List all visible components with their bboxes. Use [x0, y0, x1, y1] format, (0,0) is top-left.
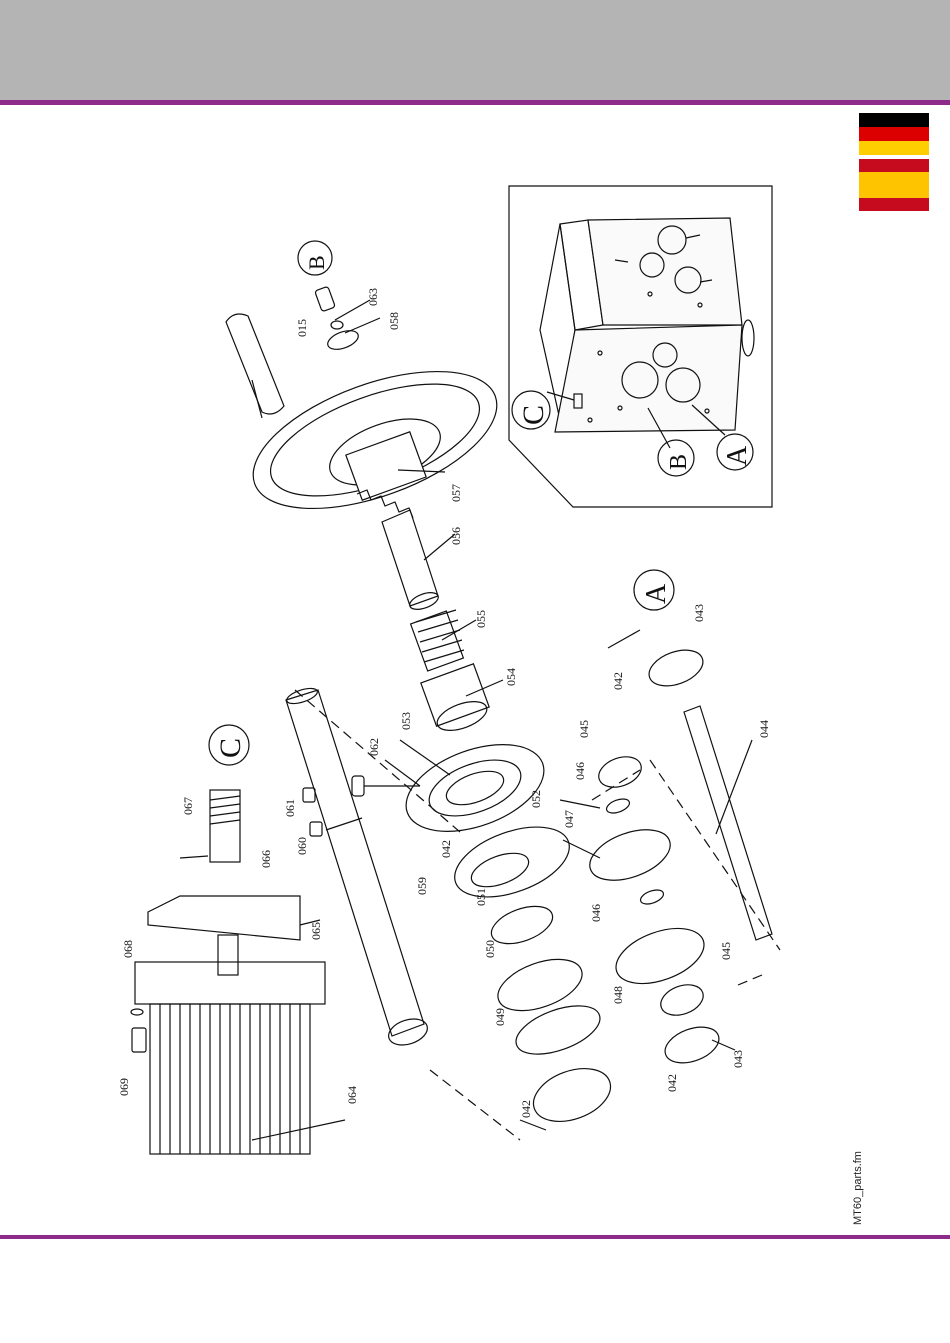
- part-053-flange: [394, 728, 555, 849]
- part-047-gear: [583, 820, 677, 890]
- label-054: 054: [504, 668, 518, 686]
- label-050: 050: [483, 940, 497, 958]
- label-048: 048: [611, 986, 625, 1004]
- inset-callout-C-letter: C: [517, 405, 550, 425]
- part-068-washer: [131, 1009, 143, 1015]
- footer-rule: [0, 1235, 950, 1239]
- label-067: 067: [181, 797, 195, 815]
- part-042-ring: [526, 1059, 618, 1131]
- label-042-d: 042: [665, 1074, 679, 1092]
- inset-callout-B-letter: B: [666, 454, 692, 470]
- label-042-b: 042: [519, 1100, 533, 1118]
- part-060-key: [310, 822, 322, 836]
- part-059-shaft: [285, 685, 431, 1049]
- inset-gearbox-housing: [540, 218, 754, 448]
- part-048-gear: [609, 918, 712, 995]
- label-065: 065: [309, 922, 323, 940]
- label-059: 059: [415, 877, 429, 895]
- part-054-clutch: [421, 664, 491, 736]
- part-064-motor: [135, 935, 325, 1154]
- label-049: 049: [493, 1008, 507, 1026]
- part-055-spring: [411, 610, 464, 671]
- part-066-screw-sleeve: [210, 790, 240, 862]
- inset-callout-A-letter: A: [722, 445, 753, 466]
- part-050-bearing: [486, 899, 557, 951]
- label-045-a: 045: [577, 720, 591, 738]
- label-047: 047: [562, 810, 576, 828]
- label-063: 063: [366, 288, 380, 306]
- label-043-a: 043: [692, 604, 706, 622]
- label-051: 051: [474, 888, 488, 906]
- part-044-shaft: [684, 706, 772, 940]
- part-058-washer: [325, 327, 361, 353]
- part-015-screw: [315, 286, 336, 311]
- part-043-ring: [660, 1020, 724, 1069]
- part-069-screw: [132, 1028, 146, 1052]
- part-063-washer: [331, 321, 343, 329]
- callout-A-letter: A: [641, 583, 672, 604]
- part-045-bearing: [657, 979, 708, 1020]
- part-047-washer: [605, 796, 632, 815]
- part-043-ring-top: [644, 643, 708, 692]
- callout-C-letter: C: [214, 738, 247, 758]
- handwheel: [226, 314, 514, 536]
- part-046-washer: [639, 887, 666, 906]
- label-069: 069: [117, 1078, 131, 1096]
- callout-B-letter: B: [304, 255, 329, 270]
- footer-filename: MT60_parts.fm: [852, 1151, 864, 1225]
- label-052: 052: [529, 790, 543, 808]
- label-043-b: 043: [731, 1050, 745, 1068]
- label-045-b: 045: [719, 942, 733, 960]
- label-046-a: 046: [573, 762, 587, 780]
- part-067-pin: [180, 856, 208, 858]
- part-056-sleeve: [382, 510, 438, 606]
- label-057: 057: [449, 484, 463, 502]
- label-068: 068: [121, 940, 135, 958]
- label-042-a: 042: [439, 840, 453, 858]
- label-060: 060: [295, 837, 309, 855]
- label-053: 053: [399, 712, 413, 730]
- label-042-c: 042: [611, 672, 625, 690]
- label-062: 062: [367, 738, 381, 756]
- label-055: 055: [474, 610, 488, 628]
- part-051-hub: [445, 813, 578, 910]
- label-058: 058: [387, 312, 401, 330]
- label-064: 064: [345, 1086, 359, 1104]
- label-015: 015: [295, 319, 309, 337]
- label-044: 044: [757, 720, 771, 738]
- label-066: 066: [259, 850, 273, 868]
- label-046-b: 046: [589, 904, 603, 922]
- part-061-key: [303, 788, 315, 802]
- part-049-bearing: [510, 996, 606, 1064]
- label-056: 056: [449, 527, 463, 545]
- label-061: 061: [283, 799, 297, 817]
- part-065-gasket: [148, 896, 300, 940]
